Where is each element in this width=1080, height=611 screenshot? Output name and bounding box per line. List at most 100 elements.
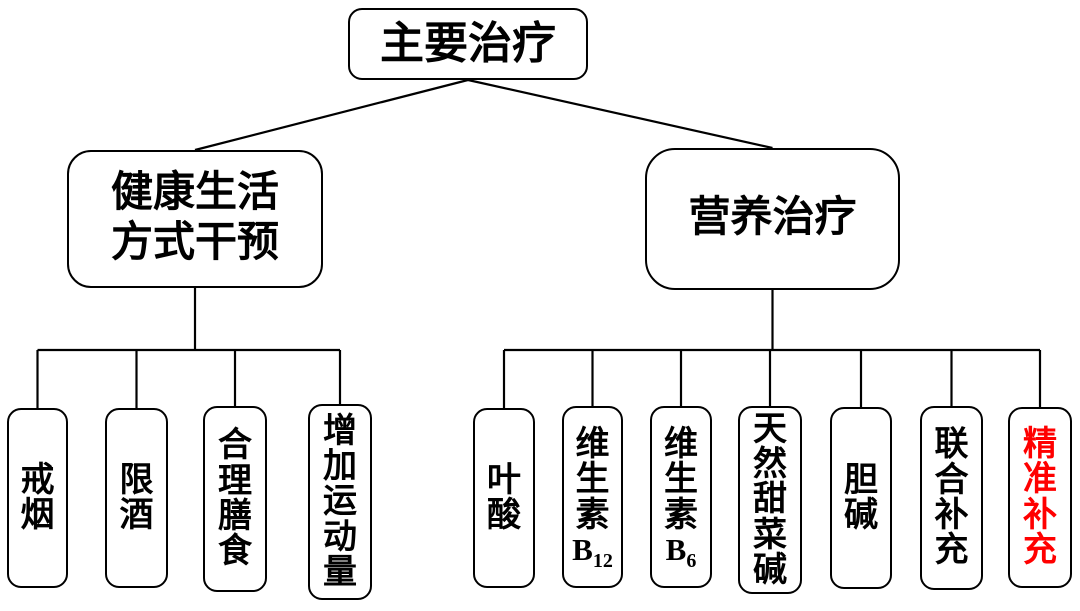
label-char: 精	[1023, 427, 1057, 462]
label-char: 合	[218, 428, 252, 463]
label-char: 合	[934, 461, 969, 499]
label-char-text: 充	[1023, 531, 1057, 569]
label-char: 膳	[218, 499, 252, 534]
label-char: 胆	[844, 461, 878, 499]
label-char: 增	[323, 412, 357, 450]
label-char: 食	[218, 534, 252, 569]
label-char-text: 膳	[218, 498, 252, 535]
connector-line	[194, 78, 469, 152]
label-char-text: 酒	[119, 497, 154, 534]
label-line: 健康生活	[110, 170, 279, 217]
node-increase-exercise: 增加运动量	[308, 404, 372, 600]
label-char: 运	[323, 484, 357, 519]
label-char: 素	[664, 496, 698, 534]
label-char: 量	[323, 555, 357, 590]
label-char-text: 补	[1023, 496, 1057, 534]
label-char-text: 联	[934, 426, 969, 464]
label-char-text: 碱	[753, 552, 787, 590]
label-char: 戒	[20, 461, 55, 499]
label-char-text: 合	[934, 461, 969, 499]
label-line: 营养治疗	[688, 195, 857, 242]
node-label: 健康生活方式干预	[111, 169, 279, 268]
node-label: 戒烟	[9, 410, 66, 586]
label-char-text: 生	[575, 461, 610, 499]
label-char-text: 维	[575, 425, 610, 463]
label-char: 酒	[120, 498, 154, 533]
label-char-text: 补	[934, 497, 969, 534]
label-char-text: 碱	[844, 497, 878, 534]
label-char: 维	[664, 427, 698, 462]
node-lifestyle-intervention: 健康生活方式干预	[67, 150, 323, 288]
label-char: 素	[575, 496, 610, 534]
connector-line	[467, 78, 773, 150]
node-label: 叶酸	[475, 410, 533, 586]
node-main-treatment: 主要治疗	[348, 8, 588, 80]
label-char-text: 运	[323, 483, 357, 521]
label-char: 加	[323, 449, 357, 484]
label-char-text: 充	[934, 532, 969, 570]
label-char: 生	[664, 462, 698, 497]
label-char: 酸	[487, 498, 521, 533]
label-char-text: 然	[753, 445, 787, 483]
label-char-text: 精	[1023, 425, 1057, 463]
node-label: 合理膳食	[205, 408, 265, 590]
node-quit-smoking: 戒烟	[7, 408, 68, 588]
label-char-text: 胆	[844, 461, 878, 499]
node-label: 联合补充	[922, 408, 981, 588]
label-char-text: 合	[218, 427, 252, 465]
label-char: 理	[218, 462, 252, 500]
label-char-text: 食	[218, 533, 252, 571]
label-char-text: 素	[664, 496, 698, 534]
label-char: 然	[753, 447, 787, 482]
label-char-text: 准	[1023, 461, 1057, 499]
label-char-text: 理	[218, 462, 252, 500]
label-char-text: 量	[323, 554, 357, 592]
node-label: 增加运动量	[310, 406, 370, 598]
node-label: 营养治疗	[688, 194, 856, 244]
label-char-text: 戒	[20, 461, 55, 499]
label-char: B12	[572, 531, 613, 571]
label-char: B6	[665, 531, 697, 571]
label-char: 准	[1023, 462, 1057, 497]
label-char: 充	[1023, 533, 1057, 568]
label-char-text: 增	[323, 412, 357, 450]
label-char: 维	[576, 427, 610, 462]
label-subscript: 6	[686, 550, 697, 573]
node-precise-supplement: 精准补充	[1008, 407, 1072, 588]
label-char-text: 酸	[487, 497, 521, 534]
node-natural-betaine: 天然甜菜碱	[738, 406, 802, 594]
label-char-text: 叶	[487, 461, 521, 499]
node-label: 胆碱	[832, 409, 890, 587]
label-char: 补	[1023, 496, 1057, 534]
node-label: 天然甜菜碱	[740, 408, 800, 592]
node-folic-acid: 叶酸	[473, 408, 535, 588]
label-char: 碱	[753, 553, 787, 588]
node-combined-supplement: 联合补充	[920, 406, 983, 590]
label-subscript: 12	[592, 550, 613, 573]
label-char: 甜	[753, 482, 787, 517]
label-char: 生	[576, 462, 610, 497]
label-char-text: B	[665, 531, 687, 567]
label-char: 叶	[487, 461, 521, 499]
label-char: 补	[935, 498, 969, 533]
label-char-text: 烟	[20, 497, 55, 534]
node-choline: 胆碱	[830, 407, 892, 589]
label-char: 碱	[844, 498, 878, 533]
node-label: 限酒	[107, 410, 166, 586]
node-limit-alcohol: 限酒	[105, 408, 168, 588]
label-char: 动	[323, 518, 357, 556]
node-label: 精准补充	[1010, 409, 1070, 586]
label-char-text: 素	[575, 496, 610, 534]
label-char-text: B	[572, 531, 593, 567]
node-nutrition-therapy: 营养治疗	[645, 148, 900, 290]
label-char-text: 维	[664, 425, 698, 463]
label-char-text: 动	[323, 518, 357, 556]
label-char-text: 限	[119, 461, 154, 499]
label-char: 烟	[21, 498, 55, 533]
label-char: 天	[753, 411, 787, 447]
node-label: 主要治疗	[380, 19, 556, 69]
